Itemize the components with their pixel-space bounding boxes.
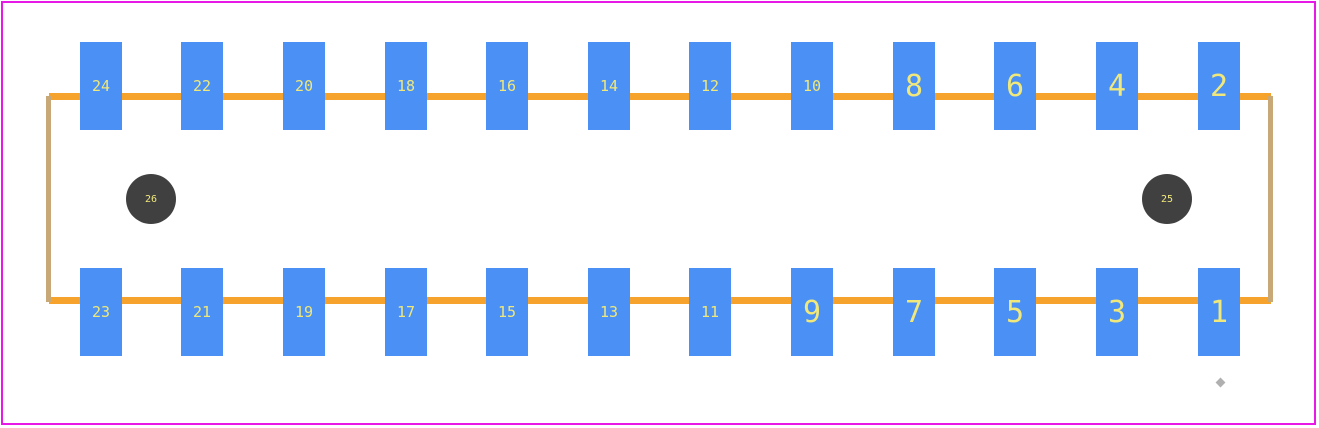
pad-label: 2 <box>1209 68 1229 104</box>
top-pad-10: 10 <box>791 42 833 130</box>
top-pad-22: 22 <box>181 42 223 130</box>
pad-label: 21 <box>192 303 212 321</box>
top-pad-16: 16 <box>486 42 528 130</box>
silkscreen-bottom-line <box>49 297 1271 304</box>
bottom-pad-17: 17 <box>385 268 427 356</box>
top-pad-4: 4 <box>1096 42 1138 130</box>
pad-label: 19 <box>294 303 314 321</box>
top-pad-8: 8 <box>893 42 935 130</box>
pad-label: 23 <box>91 303 111 321</box>
pad-label: 1 <box>1209 294 1229 330</box>
pad-label: 8 <box>904 68 924 104</box>
bottom-pad-19: 19 <box>283 268 325 356</box>
mounting-hole-right: 25 <box>1142 174 1192 224</box>
hole-label: 25 <box>1160 193 1174 205</box>
pad-label: 22 <box>192 77 212 95</box>
top-pad-6: 6 <box>994 42 1036 130</box>
bottom-pad-9: 9 <box>791 268 833 356</box>
silkscreen-right-edge <box>1268 96 1273 302</box>
pad-label: 3 <box>1107 294 1127 330</box>
top-pad-12: 12 <box>689 42 731 130</box>
bottom-pad-3: 3 <box>1096 268 1138 356</box>
pad-label: 17 <box>396 303 416 321</box>
pad-label: 12 <box>700 77 720 95</box>
pad-label: 5 <box>1005 294 1025 330</box>
top-pad-24: 24 <box>80 42 122 130</box>
bottom-pad-1: 1 <box>1198 268 1240 356</box>
bottom-pad-15: 15 <box>486 268 528 356</box>
pad-label: 20 <box>294 77 314 95</box>
pad-label: 16 <box>497 77 517 95</box>
pad-label: 24 <box>91 77 111 95</box>
top-pad-20: 20 <box>283 42 325 130</box>
bottom-pad-13: 13 <box>588 268 630 356</box>
pad-label: 11 <box>700 303 720 321</box>
hole-label: 26 <box>144 193 158 205</box>
bottom-pad-21: 21 <box>181 268 223 356</box>
top-pad-2: 2 <box>1198 42 1240 130</box>
pad-label: 14 <box>599 77 619 95</box>
pad-label: 4 <box>1107 68 1127 104</box>
pad-label: 18 <box>396 77 416 95</box>
top-pad-18: 18 <box>385 42 427 130</box>
pad-label: 15 <box>497 303 517 321</box>
bottom-pad-11: 11 <box>689 268 731 356</box>
silkscreen-top-line <box>49 93 1271 100</box>
pad-label: 7 <box>904 294 924 330</box>
pad-label: 9 <box>802 294 822 330</box>
bottom-pad-7: 7 <box>893 268 935 356</box>
pad-label: 13 <box>599 303 619 321</box>
silkscreen-left-edge <box>46 96 51 302</box>
bottom-pad-23: 23 <box>80 268 122 356</box>
bottom-pad-5: 5 <box>994 268 1036 356</box>
mounting-hole-left: 26 <box>126 174 176 224</box>
top-pad-14: 14 <box>588 42 630 130</box>
pad-label: 6 <box>1005 68 1025 104</box>
pad-label: 10 <box>802 77 822 95</box>
